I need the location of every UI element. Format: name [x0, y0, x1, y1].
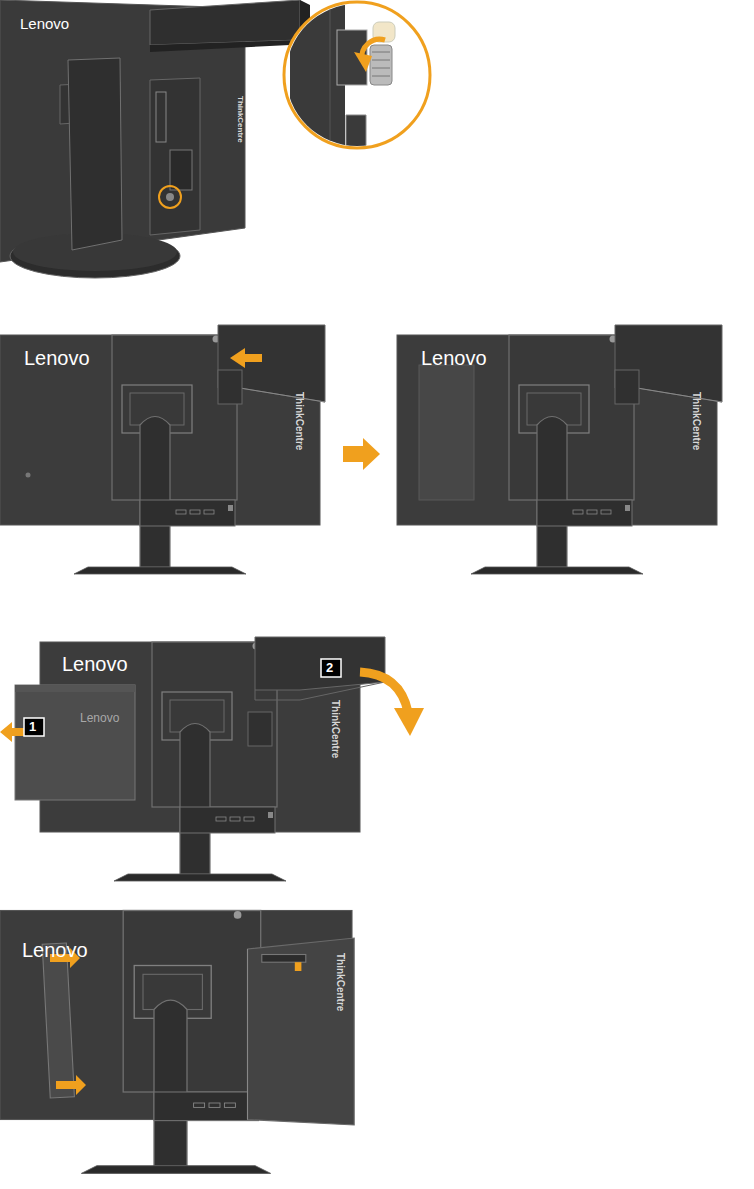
- callout-number: 2: [326, 661, 333, 674]
- brand-logo: Lenovo: [421, 348, 487, 368]
- brand-logo: Lenovo: [24, 348, 90, 368]
- brand-name: ThinkCentre: [294, 392, 304, 450]
- brand-name: ThinkCentre: [330, 700, 340, 758]
- brand-logo: Lenovo: [22, 940, 88, 960]
- brand-name: ThinkCentre: [691, 392, 701, 450]
- brand-name: ThinkCentre: [335, 953, 345, 1011]
- brand-name: ThinkCentre: [236, 96, 244, 143]
- brand-logo: Lenovo: [62, 654, 128, 674]
- brand-logo: Lenovo: [20, 16, 69, 31]
- device-logo: Lenovo: [80, 712, 119, 724]
- callout-number: 1: [29, 720, 36, 733]
